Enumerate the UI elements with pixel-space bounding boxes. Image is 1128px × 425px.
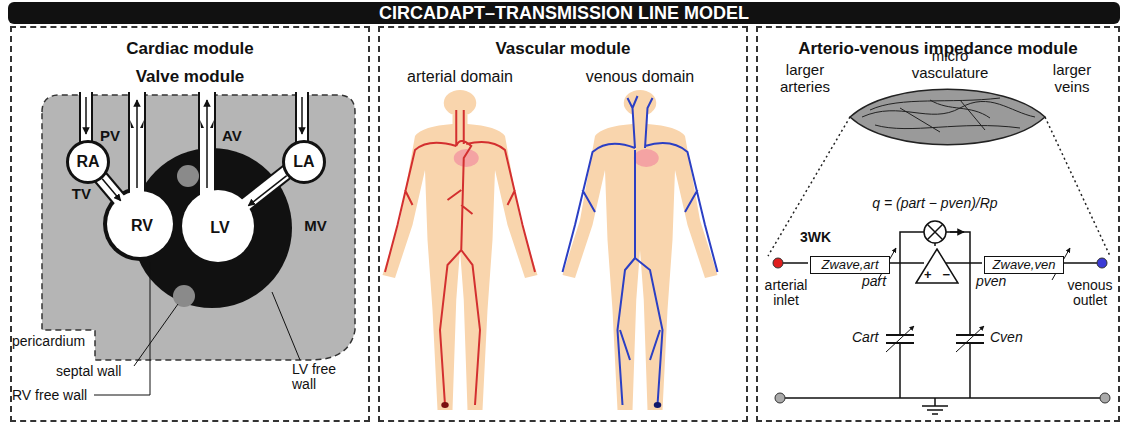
variable-arrow	[956, 326, 984, 352]
venous-terminal	[654, 402, 662, 408]
vessel-network	[862, 98, 1035, 132]
annotation-label: larger veins	[1042, 62, 1102, 95]
ground-terminal	[1100, 393, 1110, 403]
node-text: −	[942, 268, 950, 282]
flow-arrow	[301, 97, 303, 134]
annotation-label: Cart	[852, 330, 878, 345]
heart	[454, 149, 479, 167]
arteries	[385, 110, 535, 405]
leader-line	[134, 304, 178, 366]
annotation-label: PV	[100, 128, 120, 145]
node-text: LV	[184, 219, 256, 237]
atrium-circle: LA	[282, 140, 326, 184]
microvasculature	[850, 89, 1045, 145]
ground-terminal	[775, 393, 785, 403]
body-arterial	[383, 90, 538, 410]
current-arrow	[950, 231, 964, 233]
av-channel	[200, 92, 214, 205]
annotation-label: venous domain	[586, 68, 695, 86]
septal-junction	[173, 285, 195, 307]
valve-flow-arrow	[248, 176, 286, 206]
valve-label: MV	[304, 218, 327, 235]
comparator-symbol: +−	[915, 248, 959, 284]
pv-channel	[130, 92, 144, 205]
arterial-terminal	[441, 402, 449, 408]
av-channel	[198, 92, 216, 205]
annotation-label: venous outlet	[1061, 278, 1119, 309]
annotation-label: AV	[222, 128, 242, 145]
variable-arrow	[886, 326, 914, 352]
annotation-label: q = (part − pven)/Rp	[872, 196, 997, 211]
circuit-wires	[778, 232, 1105, 398]
valve-label: TV	[72, 186, 91, 203]
annotation-label: arterial domain	[407, 68, 513, 86]
body-venous	[563, 90, 718, 410]
zoom-line	[768, 117, 850, 256]
venous-outlet-terminal	[1097, 258, 1107, 268]
leader-line	[272, 292, 300, 360]
module-heading: Cardiac module	[12, 40, 368, 59]
heart	[634, 149, 659, 167]
ventricle-cavity: RV	[109, 193, 175, 259]
annotation-label: 3WK	[800, 230, 831, 245]
annotation-label: larger arteries	[773, 62, 837, 95]
node-text: Zwave,ven	[985, 258, 1063, 272]
node-text: RV	[109, 217, 175, 235]
annotation-label: pven	[976, 274, 1006, 289]
annotation-label: micro vasculature	[902, 48, 998, 81]
module-heading: Valve module	[12, 68, 368, 87]
impedance-box: Zwave,art	[810, 256, 890, 274]
module-panel: Vascular module	[378, 26, 748, 422]
head	[444, 90, 477, 116]
title-text: CIRCADAPT–TRANSMISSION LINE MODEL	[8, 4, 1120, 24]
annotation-label: arterial inlet	[757, 278, 815, 309]
impedance-box: Zwave,ven	[984, 256, 1064, 274]
ground-symbol	[922, 398, 948, 414]
annotation-label: pericardium	[12, 334, 85, 349]
valve-leaflets	[130, 120, 214, 128]
node-text: +	[924, 268, 932, 282]
annotation-label: septal wall	[56, 364, 121, 379]
flow-arrow	[206, 100, 208, 188]
node-text: RA	[69, 153, 107, 171]
head	[624, 90, 657, 116]
node-text: LA	[285, 153, 323, 171]
body-silhouette	[383, 115, 538, 410]
node-text: Zwave,art	[811, 258, 889, 272]
atrium-circle: RA	[66, 140, 110, 184]
title-bar: CIRCADAPT–TRANSMISSION LINE MODEL	[8, 2, 1120, 24]
module-heading: Vascular module	[380, 40, 746, 59]
annotation-label: LV free wall	[292, 362, 356, 393]
multiplier-cross	[927, 224, 943, 240]
comparator-outline	[915, 248, 959, 284]
comparator-triangle	[916, 249, 958, 283]
annotation-label: part	[862, 274, 886, 289]
ventricle-cavity: LV	[184, 192, 256, 264]
annotation-label: RV free wall	[12, 388, 87, 403]
zoom-line	[1045, 117, 1110, 256]
valve-flow-arrow	[102, 179, 121, 201]
pv-channel	[128, 92, 146, 205]
flow-arrow	[85, 97, 87, 134]
septal-junction	[177, 165, 199, 187]
annotation-label: Cven	[990, 330, 1023, 345]
veins	[563, 96, 718, 405]
arterial-inlet-terminal	[773, 258, 783, 268]
multiplier-symbol	[924, 221, 946, 243]
flow-arrow	[136, 100, 138, 188]
